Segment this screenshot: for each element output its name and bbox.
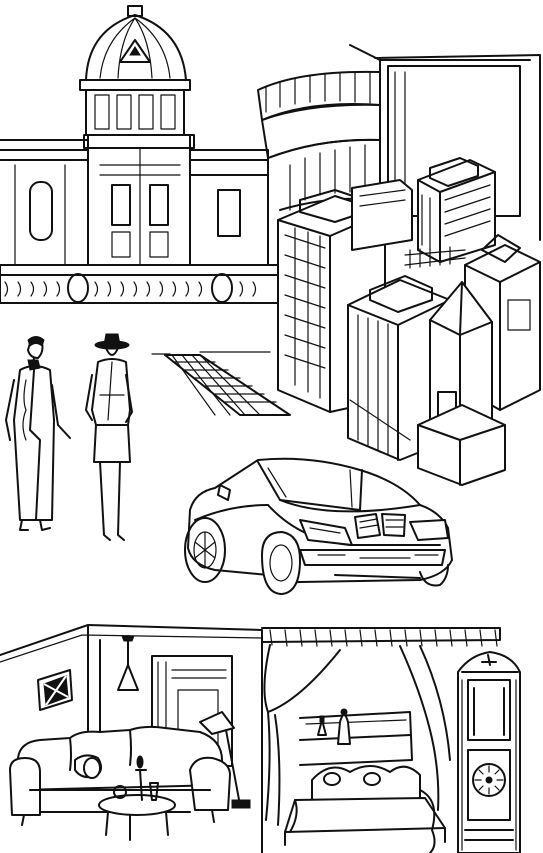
grid-plaza [152, 352, 410, 440]
woman-in-long-coat [6, 337, 70, 531]
woman-in-hat-and-skirt [86, 334, 132, 540]
living-room [0, 625, 262, 853]
convertible-car [185, 459, 452, 594]
grandfather-clock [458, 652, 520, 853]
skyscrapers [278, 158, 540, 485]
bedroom [262, 628, 500, 853]
